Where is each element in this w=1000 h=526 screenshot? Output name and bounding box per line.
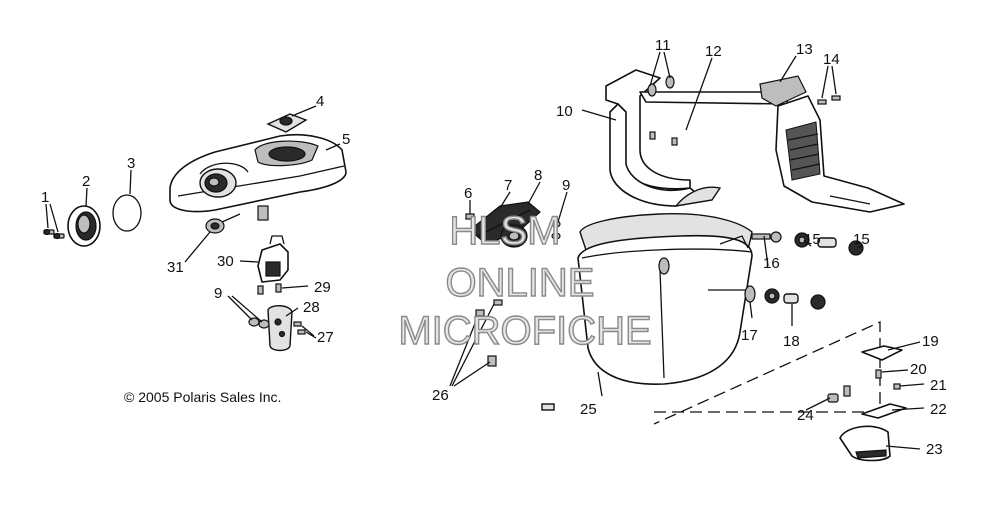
- part-cap-2: [67, 205, 101, 247]
- callout-24[interactable]: 24: [797, 407, 814, 424]
- part-plate-22: [861, 403, 907, 419]
- callout-19[interactable]: 19: [922, 333, 939, 350]
- callout-22[interactable]: 22: [930, 401, 947, 418]
- part-tank-cover-5: [169, 133, 347, 221]
- callout-31[interactable]: 31: [167, 259, 184, 276]
- part-bracket-30: [257, 235, 289, 283]
- callout-17[interactable]: 17: [741, 327, 758, 344]
- callout-5[interactable]: 5: [342, 131, 350, 148]
- part-screws-1: [43, 228, 65, 240]
- watermark-line-2: ONLINE: [446, 261, 595, 305]
- callout-23[interactable]: 23: [926, 441, 943, 458]
- callout-15b[interactable]: 15: [853, 231, 870, 248]
- watermark-line-3: MICROFICHE: [398, 309, 651, 353]
- part-fitting-31: [205, 213, 241, 234]
- callout-11[interactable]: 11: [655, 37, 671, 54]
- part-rivets-11: [647, 75, 675, 97]
- part-nut-21: [893, 383, 901, 390]
- part-hinge-7: [469, 201, 541, 245]
- callout-9a[interactable]: 9: [214, 285, 222, 302]
- callout-labels: 1 2 3 4 5 6 7 8 9 9 10 11 12 13 14 15 15…: [41, 37, 947, 458]
- part-bolt-24: [827, 385, 851, 403]
- callout-21[interactable]: 21: [930, 377, 947, 394]
- part-gear-8: [500, 224, 528, 248]
- part-clips-26: [475, 299, 555, 411]
- watermark-line-1: HLSM: [449, 209, 560, 253]
- assembly-leader-dashed: [653, 320, 881, 425]
- callout-16[interactable]: 16: [763, 255, 780, 272]
- callout-14[interactable]: 14: [823, 51, 840, 68]
- part-rack-frame-10: [605, 69, 789, 207]
- callout-29[interactable]: 29: [314, 279, 331, 296]
- callout-10[interactable]: 10: [556, 103, 573, 120]
- callout-28[interactable]: 28: [303, 299, 320, 316]
- watermark: HLSM ONLINE MICROFICHE: [398, 208, 653, 353]
- callout-18[interactable]: 18: [783, 333, 800, 350]
- callout-15a[interactable]: 15: [804, 231, 821, 248]
- callout-1[interactable]: 1: [41, 189, 49, 206]
- part-hardware-17-18: [708, 285, 826, 310]
- callout-4[interactable]: 4: [316, 93, 324, 110]
- callout-25[interactable]: 25: [580, 401, 597, 418]
- part-pad-23: [839, 425, 891, 462]
- callout-8[interactable]: 8: [534, 167, 542, 184]
- part-bolts-29: [257, 283, 282, 295]
- part-screws-27: [293, 321, 306, 335]
- callout-7[interactable]: 7: [504, 177, 512, 194]
- copyright-text: © 2005 Polaris Sales Inc.: [124, 389, 281, 405]
- callout-27[interactable]: 27: [317, 329, 334, 346]
- callout-30[interactable]: 30: [217, 253, 234, 270]
- part-latch-28: [267, 305, 293, 352]
- part-insert-4: [266, 113, 308, 133]
- callout-9b[interactable]: 9: [562, 177, 570, 194]
- part-washers-9-center: [551, 220, 561, 240]
- part-backrest-13: [759, 75, 905, 213]
- leader-lines: [45, 51, 925, 450]
- callout-6[interactable]: 6: [464, 185, 472, 202]
- callout-20[interactable]: 20: [910, 361, 927, 378]
- part-bolts-12: [649, 131, 678, 146]
- part-ring-3: [112, 194, 142, 232]
- callout-3[interactable]: 3: [127, 155, 135, 172]
- callout-26[interactable]: 26: [432, 387, 449, 404]
- callout-13[interactable]: 13: [796, 41, 813, 58]
- callout-2[interactable]: 2: [82, 173, 90, 190]
- part-screws-14: [817, 95, 841, 105]
- part-hardware-15-16: [751, 231, 864, 256]
- callout-12[interactable]: 12: [705, 43, 722, 60]
- part-screw-20: [875, 369, 882, 379]
- part-saddlebag-25: [577, 213, 753, 385]
